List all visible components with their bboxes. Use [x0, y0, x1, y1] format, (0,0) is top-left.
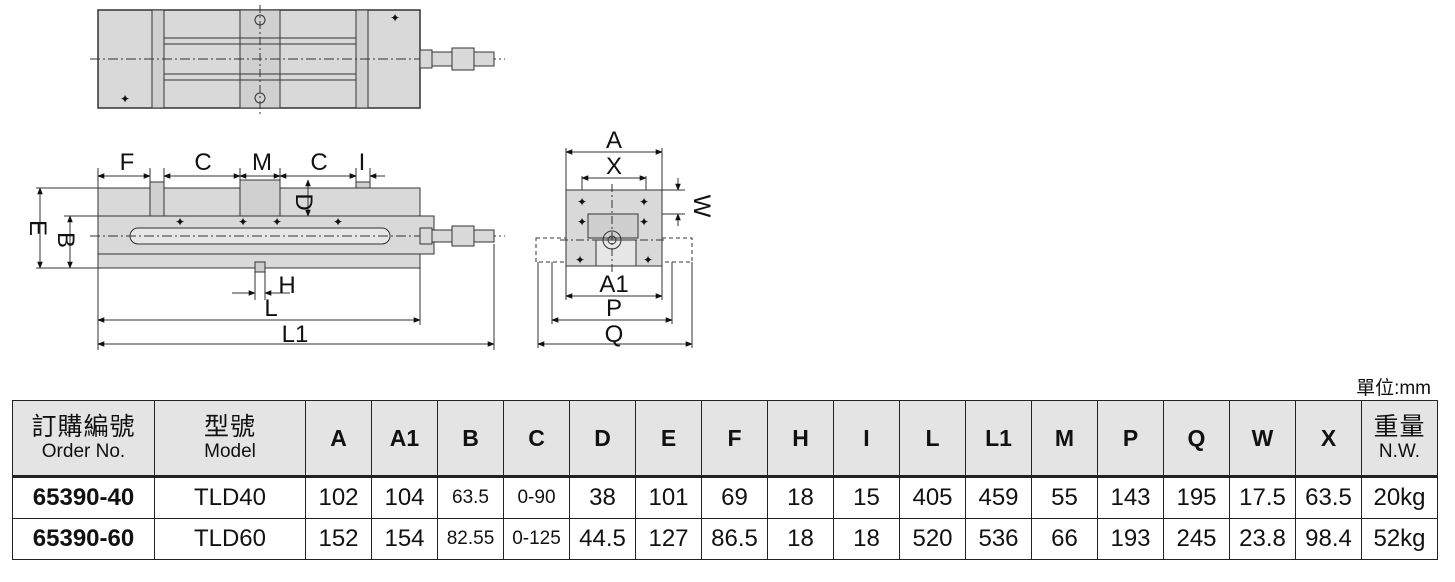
cell-E: 127 [635, 518, 702, 560]
cell-Q: 195 [1163, 475, 1230, 519]
svg-text:✦: ✦ [575, 253, 585, 267]
cell-L: 405 [899, 475, 966, 519]
side-view: ✦ ✦ ✦ ✦ ✦ ✦ A X W A1 P Q [535, 127, 715, 348]
header-A1: A1 [371, 400, 438, 477]
header-I: I [833, 400, 900, 477]
cell-P: 193 [1097, 518, 1164, 560]
table-row: 65390-60 TLD60 152 154 82.55 0-125 44.5 … [12, 518, 1438, 560]
header-X: X [1295, 400, 1362, 477]
svg-text:✦: ✦ [577, 195, 587, 209]
cell-A1: 154 [371, 518, 438, 560]
front-view: ✦ ✦ ✦ ✦ F C M C I D E [24, 149, 505, 350]
header-H: H [767, 400, 834, 477]
label-D: D [290, 193, 317, 210]
label-B: B [52, 232, 79, 248]
cell-P: 143 [1097, 475, 1164, 519]
svg-text:✦: ✦ [639, 215, 649, 229]
cell-M: 55 [1031, 475, 1098, 519]
svg-text:✦: ✦ [120, 92, 130, 106]
label-Q: Q [605, 321, 624, 348]
cell-weight: 20kg [1361, 475, 1438, 519]
cell-order-no: 65390-60 [12, 518, 155, 560]
svg-text:✦: ✦ [333, 215, 343, 229]
cell-W: 17.5 [1229, 475, 1296, 519]
cell-B: 82.55 [437, 518, 504, 560]
label-I: I [359, 149, 366, 176]
svg-text:✦: ✦ [577, 215, 587, 229]
label-E: E [24, 220, 51, 236]
cell-M: 66 [1031, 518, 1098, 560]
cell-L: 520 [899, 518, 966, 560]
label-X: X [606, 153, 622, 180]
cell-D: 38 [569, 475, 636, 519]
header-F: F [701, 400, 768, 477]
cell-X: 98.4 [1295, 518, 1362, 560]
unit-label: 單位:mm [1356, 378, 1431, 399]
cell-order-no: 65390-40 [12, 475, 155, 519]
label-P: P [606, 295, 622, 322]
cell-model: TLD60 [154, 518, 306, 560]
label-C-right: C [310, 149, 327, 176]
cell-E: 101 [635, 475, 702, 519]
header-D: D [569, 400, 636, 477]
top-view: ✦ ✦ [90, 5, 505, 114]
svg-text:✦: ✦ [643, 253, 653, 267]
header-P: P [1097, 400, 1164, 477]
label-A: A [606, 127, 622, 154]
label-L: L [264, 295, 277, 322]
cell-W: 23.8 [1229, 518, 1296, 560]
cell-weight: 52kg [1361, 518, 1438, 560]
header-B: B [437, 400, 504, 477]
cell-F: 86.5 [701, 518, 768, 560]
technical-drawing: ✦ ✦ ✦ ✦ ✦ ✦ [24, 5, 715, 350]
cell-H: 18 [767, 518, 834, 560]
header-C: C [503, 400, 570, 477]
cell-B: 63.5 [437, 475, 504, 519]
cell-L1: 536 [965, 518, 1032, 560]
svg-text:✦: ✦ [238, 215, 248, 229]
cell-A: 102 [305, 475, 372, 519]
cell-C: 0-125 [503, 518, 570, 560]
label-M: M [252, 149, 272, 176]
svg-text:✦: ✦ [175, 215, 185, 229]
cell-I: 18 [833, 518, 900, 560]
cell-X: 63.5 [1295, 475, 1362, 519]
label-H: H [278, 272, 295, 299]
cell-C: 0-90 [503, 475, 570, 519]
header-E: E [635, 400, 702, 477]
header-W: W [1229, 400, 1296, 477]
label-A1: A1 [599, 271, 628, 298]
label-C-left: C [194, 149, 211, 176]
label-W: W [688, 195, 715, 218]
header-L: L [899, 400, 966, 477]
svg-text:✦: ✦ [639, 195, 649, 209]
header-M: M [1031, 400, 1098, 477]
header-A: A [305, 400, 372, 477]
header-L1: L1 [965, 400, 1032, 477]
cell-F: 69 [701, 475, 768, 519]
cell-D: 44.5 [569, 518, 636, 560]
header-Q: Q [1163, 400, 1230, 477]
cell-A1: 104 [371, 475, 438, 519]
cell-I: 15 [833, 475, 900, 519]
label-F: F [120, 149, 135, 176]
cell-L1: 459 [965, 475, 1032, 519]
cell-H: 18 [767, 475, 834, 519]
cell-Q: 245 [1163, 518, 1230, 560]
label-L1: L1 [282, 321, 309, 348]
cell-model: TLD40 [154, 475, 306, 519]
cell-A: 152 [305, 518, 372, 560]
svg-text:✦: ✦ [272, 215, 282, 229]
svg-text:✦: ✦ [390, 11, 400, 25]
table-row: 65390-40 TLD40 102 104 63.5 0-90 38 101 … [12, 475, 1438, 519]
